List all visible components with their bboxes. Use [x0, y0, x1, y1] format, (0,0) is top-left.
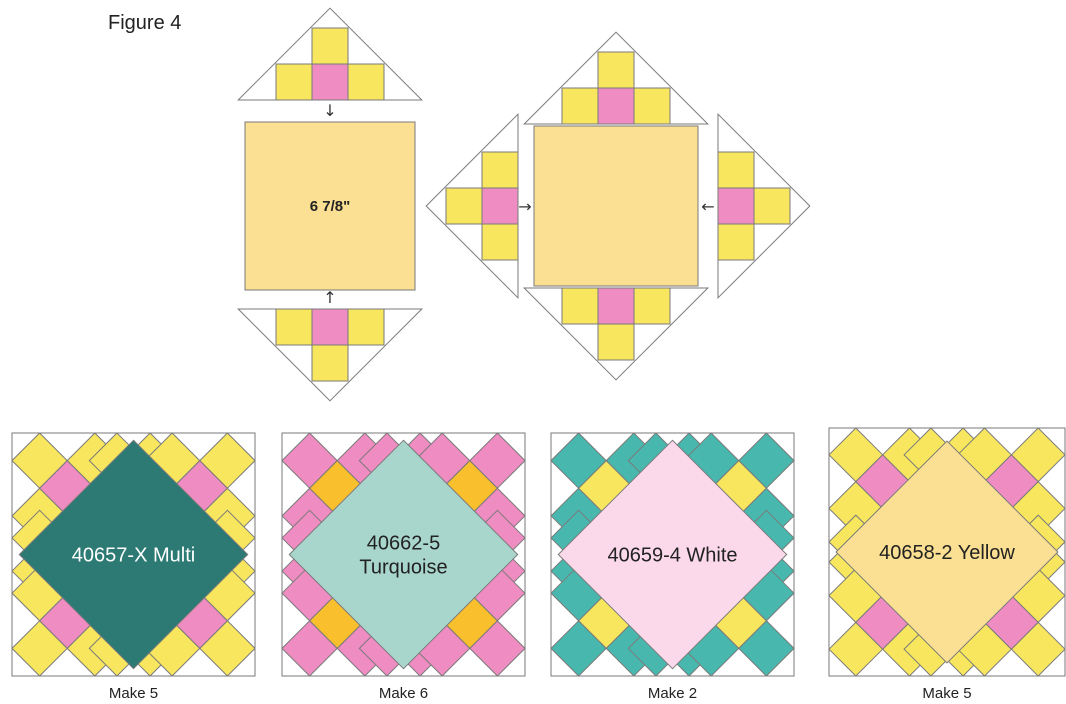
yellow-square	[445, 187, 483, 225]
block-label: 40659-4 White	[607, 545, 737, 567]
figure-title: Figure 4	[108, 12, 181, 34]
block-label-line: 40659-4 White	[607, 545, 737, 567]
yellow-square	[481, 223, 519, 261]
top-setting-triangle	[522, 31, 710, 125]
yellow-square	[561, 87, 599, 125]
center-square	[244, 121, 416, 291]
arrow-right: →	[518, 197, 531, 216]
make-count-label: Make 2	[648, 685, 697, 702]
yellow-square	[633, 87, 671, 125]
block-label-line: 40657-X Multi	[72, 545, 195, 567]
make-count-label: Make 5	[109, 685, 158, 702]
top-setting-triangle	[236, 7, 424, 101]
arrow-down: ↓	[323, 101, 336, 120]
yellow-square	[347, 308, 385, 346]
block-label: 40657-X Multi	[72, 545, 195, 567]
block-center-diamond	[835, 440, 1059, 664]
yellow-square	[753, 187, 791, 225]
arrow-left: ←	[701, 197, 714, 216]
yellow-square	[481, 151, 519, 189]
yellow-square	[717, 151, 755, 189]
make-count-label: Make 6	[379, 685, 428, 702]
make-count-label: Make 5	[922, 685, 971, 702]
yellow-square	[347, 63, 385, 101]
center-size-label: 6 7/8"	[310, 198, 350, 215]
block-center-diamond	[557, 439, 788, 670]
yellow-square	[311, 344, 349, 382]
yellow-square	[597, 323, 635, 361]
left-setting-triangle	[425, 112, 519, 300]
block-label-line: 40658-2 Yellow	[879, 542, 1015, 564]
pink-square	[481, 187, 519, 225]
pink-square	[597, 287, 635, 325]
yellow-square	[311, 27, 349, 65]
yellow-square	[275, 63, 313, 101]
assembly-step-right: →←	[425, 31, 811, 381]
yellow-square	[275, 308, 313, 346]
block-center-diamond	[288, 439, 519, 670]
right-setting-triangle	[717, 112, 811, 300]
center-square	[533, 125, 699, 287]
assembly-step-left: ↓ 6 7/8" ↑	[236, 7, 424, 402]
bottom-setting-triangle	[236, 308, 424, 402]
yellow-square	[717, 223, 755, 261]
yellow-square	[633, 287, 671, 325]
pink-square	[717, 187, 755, 225]
yellow-square	[597, 51, 635, 89]
block-label-line: Turquoise	[359, 557, 447, 579]
arrow-up: ↑	[323, 288, 336, 307]
block-center-diamond	[18, 439, 249, 670]
pink-square	[311, 308, 349, 346]
pink-square	[597, 87, 635, 125]
block-label: 40658-2 Yellow	[879, 542, 1015, 564]
pink-square	[311, 63, 349, 101]
block-label-line: 40662-5	[367, 533, 440, 555]
yellow-square	[561, 287, 599, 325]
bottom-setting-triangle	[522, 287, 710, 381]
